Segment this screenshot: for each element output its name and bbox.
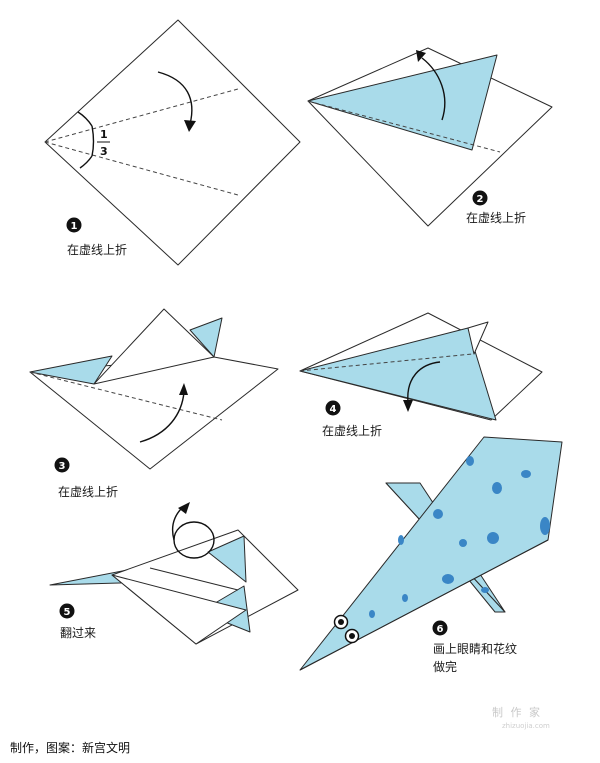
step-6-spot: [433, 509, 443, 519]
step-1-lower-fold-line: [44, 141, 239, 196]
step-5-lower-flap: [111, 574, 247, 645]
step-3-left-blue: [29, 355, 113, 385]
step-6-number-badge: [432, 620, 448, 636]
step-6-spot: [402, 594, 408, 602]
step-6-spot: [369, 610, 375, 618]
step-1-fold-arrow: [157, 71, 193, 125]
step-6-label-line2: 做完: [433, 659, 457, 674]
step-5-figure: 5 翻过来: [49, 502, 299, 645]
step-4-number: 4: [330, 404, 337, 415]
step-4-fold-arrow: [407, 361, 441, 403]
step-1-label: 在虚线上折: [67, 242, 127, 257]
step-2-figure: 2 在虚线上折: [307, 47, 553, 227]
step-6-label-line1: 画上眼睛和花纹: [433, 641, 517, 656]
step-3-number: 3: [59, 461, 66, 472]
step-5-upper-blue: [207, 535, 247, 583]
step-3-fold-arrow: [139, 391, 185, 443]
step-2-label: 在虚线上折: [466, 210, 526, 225]
step-6-pupil: [338, 619, 344, 625]
step-3-arrow-head: [179, 383, 188, 395]
step-1-upper-fold-line: [44, 88, 239, 143]
step-3-right-blue: [189, 317, 223, 358]
step-6-spot: [487, 532, 499, 544]
step-4-label: 在虚线上折: [322, 423, 382, 438]
step-6-figure: 6 画上眼睛和花纹 做完: [299, 436, 563, 674]
step-1-angle-arc-middle: [91, 125, 95, 157]
step-2-number: 2: [477, 194, 484, 205]
step-1-angle-arc-bottom: [79, 155, 93, 169]
step-2-fold-line: [307, 100, 501, 153]
step-5-number: 5: [64, 607, 71, 618]
step-6-body-crease: [299, 539, 549, 671]
step-1-number: 1: [71, 221, 78, 232]
fraction-numerator: 1: [100, 128, 108, 141]
step-2-folded-flap: [307, 54, 498, 151]
step-5-number-badge: [59, 603, 75, 619]
step-6-spot: [540, 517, 550, 535]
credit-text: 制作，图案：新宫文明: [10, 740, 130, 755]
step-4-arrow-head: [403, 400, 413, 412]
step-6-spot: [466, 456, 474, 466]
step-6-number: 6: [437, 624, 444, 635]
step-1-arrow-head: [184, 120, 196, 132]
step-3-upper-flap: [93, 308, 215, 385]
step-3-number-badge: [54, 457, 70, 473]
step-6-spot: [442, 574, 454, 584]
watermark-text: 制 作 家: [492, 705, 542, 719]
step-6-spot: [492, 482, 502, 494]
step-1-angle-arc-top: [77, 111, 93, 127]
step-6-spot: [459, 539, 467, 547]
step-1-figure: 1 3 1 在虚线上折: [44, 19, 301, 266]
step-3-fold-line: [29, 371, 223, 421]
step-1-number-badge: [66, 217, 82, 233]
step-4-number-badge: [325, 400, 341, 416]
step-4-figure: 4 在虚线上折: [299, 312, 543, 438]
step-1-square-paper: [44, 19, 301, 266]
step-4-blue-body: [299, 327, 497, 421]
step-5-crease: [149, 567, 239, 591]
step-4-small-flap: [467, 321, 489, 355]
step-2-arrow-head: [416, 50, 426, 62]
watermark-url: zhizuojia.com: [502, 722, 550, 730]
fraction-denominator: 3: [100, 145, 108, 158]
step-2-number-badge: [472, 190, 488, 206]
step-2-fold-arrow: [421, 57, 446, 121]
step-6-pupil: [349, 633, 355, 639]
step-6-spot: [398, 535, 404, 545]
step-5-label: 翻过来: [60, 626, 96, 640]
step-3-figure: 3 在虚线上折: [29, 308, 279, 499]
step-6-spot: [521, 470, 531, 478]
step-6-spot: [481, 587, 489, 593]
step-3-label: 在虚线上折: [58, 484, 118, 499]
step-4-fold-line: [299, 353, 473, 372]
step-5-arrow-head: [178, 502, 190, 514]
